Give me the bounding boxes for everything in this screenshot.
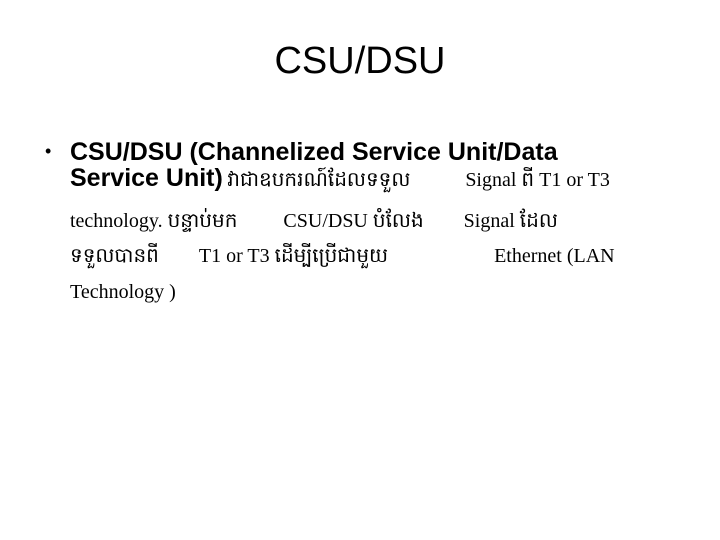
bullet-heading-line-1: CSU/DSU (Channelized Service Unit/Data (70, 139, 710, 165)
heading-text-line-2: Service Unit) (70, 164, 223, 192)
body-line-3-segment-3: Signal ដែល (463, 210, 558, 232)
body-line-4-segment-1: ទទួលបានពី (70, 245, 159, 267)
body-line-3-segment-1: technology. បន្ទាប់មក (70, 210, 238, 232)
text-gap (242, 226, 278, 227)
body-line-5: Technology ) (70, 279, 710, 305)
text-gap (393, 261, 489, 262)
body-text-line-2-tail: Signal ពី T1 or T3 (465, 169, 610, 191)
body-line-4-segment-3: Ethernet (LAN (494, 245, 615, 267)
body-line-4: ទទួលបានពី T1 or T3 ដើម្បីប្រើជាមួយ Ether… (70, 243, 710, 269)
body-line-5-text: Technology ) (70, 281, 176, 303)
text-gap (415, 185, 461, 186)
body-line-3-segment-2: CSU/DSU បំលែង (283, 210, 424, 232)
body-line-4-segment-2: T1 or T3 ដើម្បីប្រើជាមួយ (198, 245, 389, 267)
slide-title: CSU/DSU (274, 40, 446, 82)
body-line-3: technology. បន្ទាប់មក CSU/DSU បំលែង Sign… (70, 208, 710, 234)
body-khmer-segment-1: វាជាឧបករណ៍ដែលទទួល (227, 169, 411, 191)
text-gap (164, 261, 194, 262)
bullet-heading-line-2: Service Unit) វាជាឧបករណ៍ដែលទទួល Signal ព… (70, 165, 710, 193)
bullet-marker: • (45, 141, 52, 161)
text-gap (429, 226, 459, 227)
heading-text-line-1: CSU/DSU (Channelized Service Unit/Data (70, 138, 558, 166)
